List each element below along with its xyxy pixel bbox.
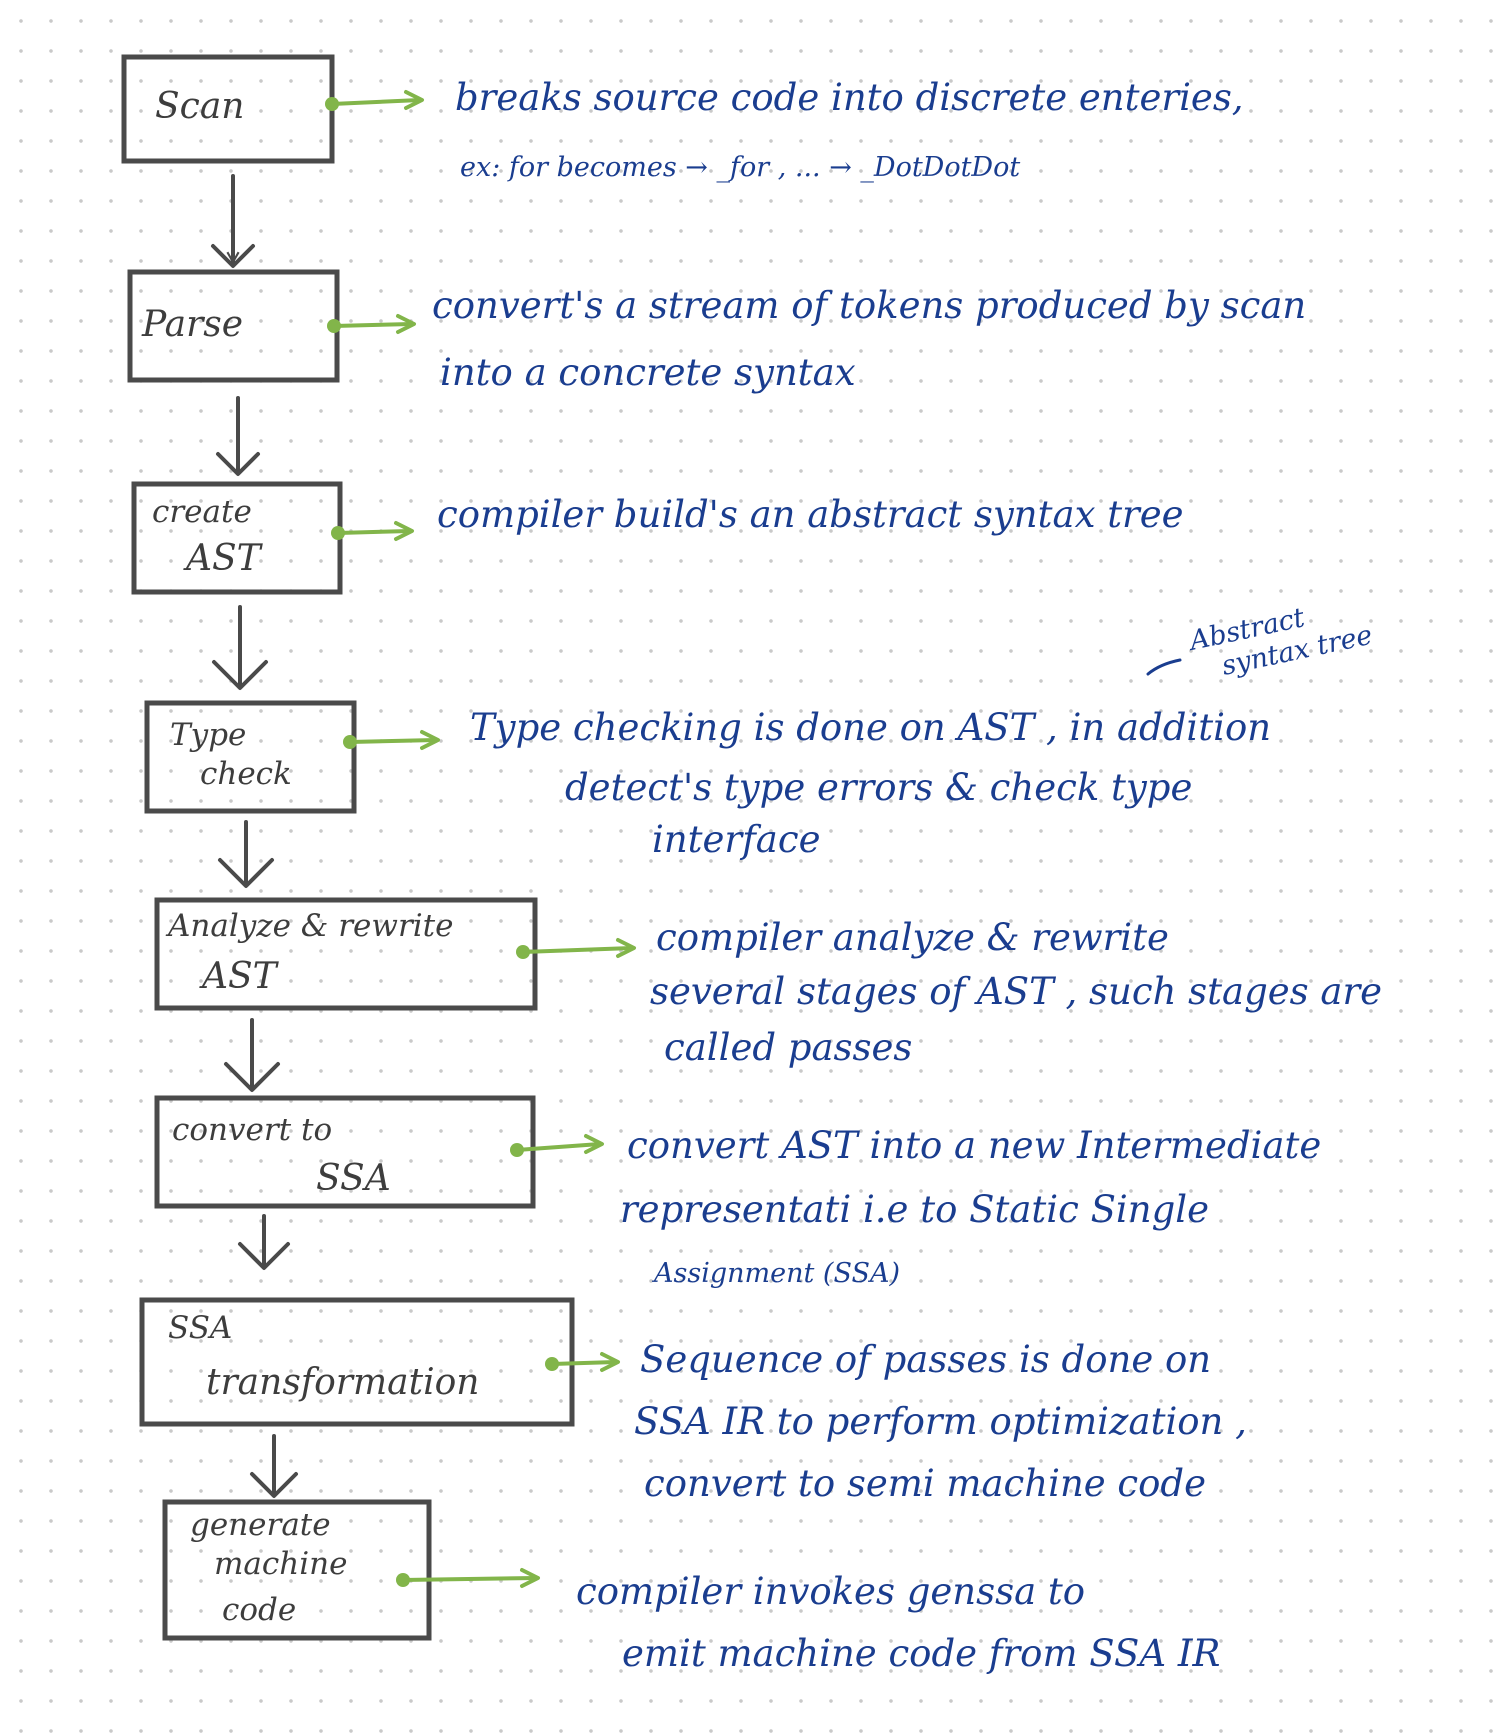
step-label: Scan: [155, 86, 244, 127]
step-box: [144, 700, 357, 814]
note-line: compiler build's an abstract syntax tree: [437, 493, 1184, 536]
step-label: AST: [199, 956, 280, 997]
connector-scan: [325, 90, 424, 111]
step-scan: Scan: [121, 54, 335, 164]
note-create-ast: compiler build's an abstract syntax tree: [437, 493, 1184, 536]
note-line: detect's type errors & check type: [565, 766, 1192, 809]
note-generate-machine-code: compiler invokes genssa to emit machine …: [576, 1570, 1220, 1675]
note-line: breaks source code into discrete enterie…: [455, 76, 1244, 119]
step-label: AST: [183, 538, 264, 579]
note-line: convert's a stream of tokens produced by…: [432, 284, 1306, 327]
connector-create-ast: [331, 521, 414, 541]
connector-analyze-rewrite: [516, 938, 636, 959]
connector-ssa-transformation: [545, 1352, 620, 1372]
annotation-abstract-syntax-tree: Abstract syntax tree: [1146, 602, 1375, 682]
note-line: convert to semi machine code: [644, 1462, 1206, 1505]
note-line: ex: for becomes → _for , ... → _DotDotDo…: [460, 152, 1020, 183]
step-ssa-transformation: SSA transformation: [139, 1297, 575, 1427]
note-line: Type checking is done on AST , in additi…: [470, 706, 1271, 749]
note-line: convert AST into a new Intermediate: [627, 1124, 1321, 1167]
note-line: representati i.e to Static Single: [620, 1188, 1209, 1231]
note-analyze-rewrite: compiler analyze & rewrite several stage…: [650, 916, 1382, 1069]
connector-type-check: [343, 730, 440, 750]
step-box: [154, 897, 538, 1011]
step-label: create: [152, 494, 252, 530]
note-convert-ssa: convert AST into a new Intermediate repr…: [620, 1124, 1321, 1289]
step-label: SSA: [316, 1158, 391, 1199]
step-label: code: [222, 1592, 296, 1628]
note-line: called passes: [664, 1026, 912, 1069]
note-line: Sequence of passes is done on: [640, 1338, 1211, 1381]
step-parse: Parse: [127, 269, 340, 383]
step-generate-machine-code: generate machine code: [162, 1499, 432, 1641]
connector-parse: [327, 314, 416, 334]
note-ssa-transformation: Sequence of passes is done on SSA IR to …: [634, 1338, 1247, 1505]
note-line: Assignment (SSA): [651, 1258, 900, 1289]
note-line: several stages of AST , such stages are: [650, 970, 1382, 1013]
connector-generate-machine-code: [396, 1568, 540, 1588]
note-line: compiler invokes genssa to: [576, 1570, 1085, 1613]
step-label: Type: [170, 717, 246, 753]
step-label: Parse: [141, 304, 243, 345]
step-analyze-rewrite: Analyze & rewrite AST: [154, 897, 538, 1011]
connector-convert-ssa: [510, 1134, 604, 1157]
step-label: convert to: [172, 1112, 332, 1148]
step-label: transformation: [206, 1362, 479, 1403]
note-line: emit machine code from SSA IR: [622, 1632, 1220, 1675]
step-label: generate: [190, 1507, 331, 1543]
step-label: check: [200, 756, 292, 792]
step-create-ast: create AST: [131, 481, 343, 595]
note-line: into a concrete syntax: [440, 351, 856, 394]
step-box: [162, 1499, 432, 1641]
step-label: Analyze & rewrite: [165, 908, 453, 944]
step-box: [154, 1095, 536, 1209]
step-label: SSA: [168, 1310, 232, 1346]
step-convert-ssa: convert to SSA: [154, 1095, 536, 1209]
note-type-check: Type checking is done on AST , in additi…: [470, 706, 1271, 861]
step-label: machine: [214, 1546, 347, 1582]
note-line: interface: [652, 818, 821, 861]
note-parse: convert's a stream of tokens produced by…: [432, 284, 1306, 394]
note-line: compiler analyze & rewrite: [656, 916, 1169, 959]
note-line: SSA IR to perform optimization ,: [634, 1400, 1247, 1443]
note-scan: breaks source code into discrete enterie…: [455, 76, 1244, 183]
step-type-check: Type check: [144, 700, 357, 814]
